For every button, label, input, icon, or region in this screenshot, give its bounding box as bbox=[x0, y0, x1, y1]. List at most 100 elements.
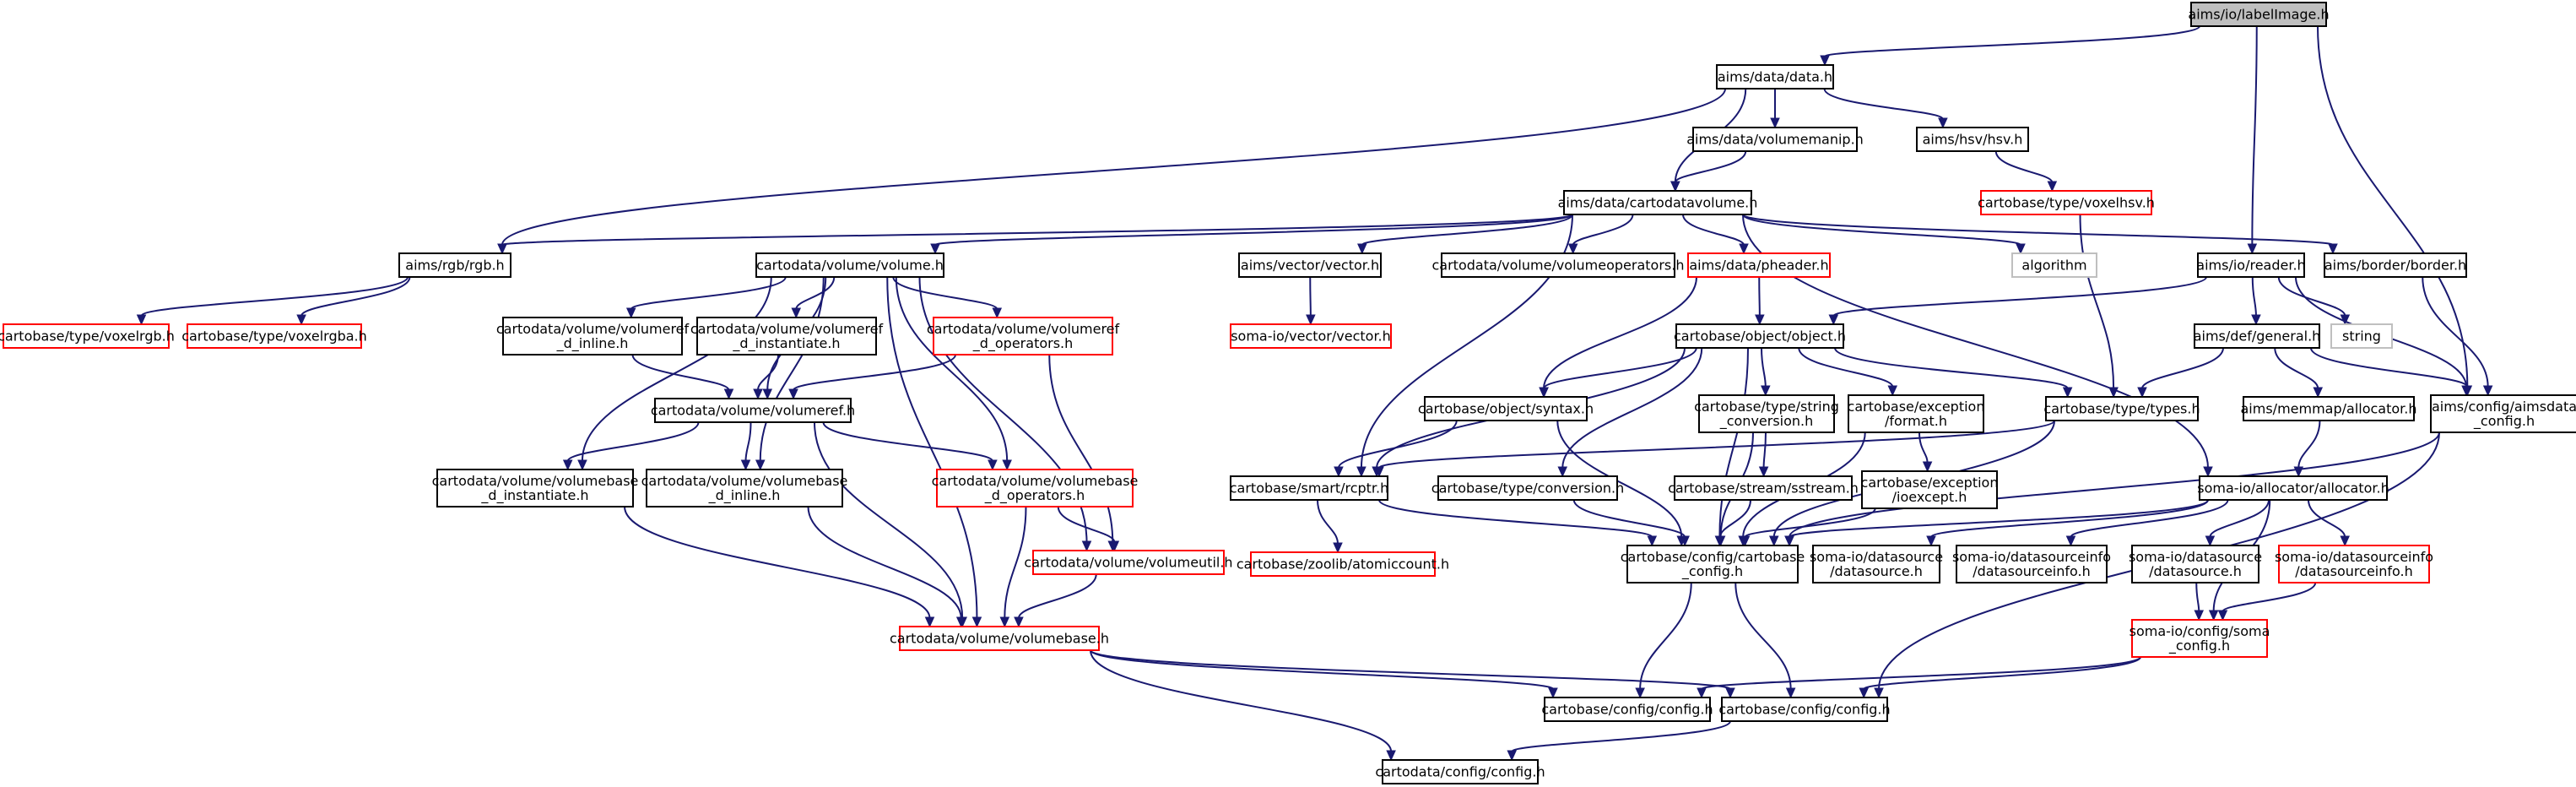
dependency-edge bbox=[2217, 582, 2317, 621]
node-cartobase-smart-rcptr[interactable]: cartobase/smart/rcptr.h bbox=[1230, 475, 1389, 501]
node-cartodata-volumeoperators[interactable]: cartodata/volume/volumeoperators.h bbox=[1432, 252, 1685, 278]
node-cartobase-type-types[interactable]: cartobase/type/types.h bbox=[2043, 396, 2200, 421]
node-cartobase-config-cartobase-config[interactable]: cartobase/config/cartobase_config.h bbox=[1621, 545, 1805, 583]
node-aims-hsv-hsv[interactable]: aims/hsv/hsv.h bbox=[1916, 127, 2029, 152]
dependency-edge bbox=[1090, 649, 1558, 699]
node-cartobase-config-config-b[interactable]: cartobase/config/config.h bbox=[1718, 697, 1891, 722]
dependency-edge bbox=[2065, 499, 2229, 547]
node-cartobase-exception-ioexcept[interactable]: cartobase/exception/ioexcept.h bbox=[1861, 470, 1999, 509]
node-label: cartobase/type/types.h bbox=[2043, 401, 2200, 417]
node-aims-data-pheader[interactable]: aims/data/pheader.h bbox=[1687, 252, 1831, 278]
node-box bbox=[2190, 2, 2327, 27]
dependency-edge bbox=[1507, 720, 1731, 762]
node-label: cartobase/type/conversion.h bbox=[1431, 480, 1624, 497]
node-box bbox=[2131, 545, 2259, 583]
node-aims-vector-vector[interactable]: aims/vector/vector.h bbox=[1238, 252, 1382, 278]
node-label: aims/hsv/hsv.h bbox=[1923, 132, 2023, 148]
dependency-edge bbox=[1697, 656, 2141, 699]
dependency-edge bbox=[1539, 347, 1697, 399]
node-label: soma-io/allocator/allocator.h bbox=[2197, 480, 2389, 497]
node-aims-io-reader[interactable]: aims/io/reader.h bbox=[2196, 252, 2306, 278]
node-cartobase-zoolib-atomiccount[interactable]: cartobase/zoolib/atomiccount.h bbox=[1237, 551, 1449, 577]
dependency-edge bbox=[1057, 506, 1120, 552]
node-label: cartobase/exception bbox=[1861, 475, 1999, 491]
node-cartobase-type-voxelhsv[interactable]: cartobase/type/voxelhsv.h bbox=[1978, 190, 2155, 215]
dependency-edge bbox=[1740, 507, 1876, 547]
node-label: cartodata/volume/volumeref bbox=[496, 321, 690, 337]
node-label: _d_inline.h bbox=[708, 487, 781, 504]
node-soma-io-datasource2[interactable]: soma-io/datasource/datasource.h bbox=[2129, 545, 2262, 583]
dependency-edge bbox=[136, 276, 409, 326]
dependency-edge bbox=[1742, 214, 2026, 255]
node-soma-io-datasourceinfo[interactable]: soma-io/datasourceinfo/datasourceinfo.h bbox=[1952, 545, 2111, 583]
node-box bbox=[2278, 545, 2430, 583]
node-box bbox=[398, 252, 511, 278]
node-label: cartobase/type/string bbox=[1694, 399, 1839, 415]
node-cartodata-volumeref-d-inline[interactable]: cartodata/volume/volumeref_d_inline.h bbox=[496, 317, 690, 356]
node-box bbox=[2243, 396, 2415, 421]
node-aims-memmap-allocator[interactable]: aims/memmap/allocator.h bbox=[2241, 396, 2417, 421]
node-label: cartobase/object/object.h bbox=[1674, 328, 1846, 345]
node-cartodata-volume-volume[interactable]: cartodata/volume/volume.h bbox=[755, 252, 944, 278]
node-cartodata-volumebase-d-inline[interactable]: cartodata/volume/volumebase_d_inline.h bbox=[641, 469, 848, 507]
dependency-edge bbox=[1761, 347, 1771, 397]
node-cartodata-volumebase-d-operators[interactable]: cartodata/volume/volumebase_d_operators.… bbox=[932, 469, 1139, 507]
node-label: cartodata/volume/volume.h bbox=[756, 258, 944, 274]
node-cartodata-config-config[interactable]: cartodata/config/config.h bbox=[1375, 759, 1545, 784]
node-aims-def-general[interactable]: aims/def/general.h bbox=[2194, 323, 2321, 349]
node-soma-io-vector-vector[interactable]: soma-io/vector/vector.h bbox=[1230, 323, 1392, 349]
node-label: cartodata/volume/volumebase bbox=[932, 473, 1139, 489]
node-cartobase-exception-format[interactable]: cartobase/exception/format.h bbox=[1848, 394, 1985, 433]
node-label: aims/def/general.h bbox=[2194, 328, 2321, 345]
dependency-edge bbox=[1734, 582, 1796, 699]
node-box bbox=[1812, 545, 1940, 583]
node-soma-io-allocator[interactable]: soma-io/allocator/allocator.h bbox=[2197, 475, 2389, 501]
node-algorithm[interactable]: algorithm bbox=[2011, 252, 2097, 278]
dependency-edge bbox=[1572, 499, 1690, 547]
node-box bbox=[1956, 545, 2108, 583]
node-cartobase-type-voxelrgba[interactable]: cartobase/type/voxelrgba.h bbox=[181, 323, 367, 349]
node-cartobase-stream-sstream[interactable]: cartobase/stream/sstream.h bbox=[1668, 475, 1859, 501]
node-box bbox=[1626, 545, 1799, 583]
dependency-edge bbox=[1014, 573, 1097, 628]
node-label: aims/border/border.h bbox=[2324, 258, 2466, 274]
node-cartodata-volumeutil[interactable]: cartodata/volume/volumeutil.h bbox=[1024, 550, 1233, 575]
node-cartodata-volumebase[interactable]: cartodata/volume/volumebase.h bbox=[890, 626, 1109, 651]
dependency-edge bbox=[1820, 25, 2200, 67]
dependency-edge bbox=[2137, 347, 2224, 399]
node-aims-data-cartodatavolume[interactable]: aims/data/cartodatavolume.h bbox=[1558, 190, 1758, 215]
dependency-edge bbox=[1378, 499, 1658, 547]
node-cartobase-type-string-conversion[interactable]: cartobase/type/string_conversion.h bbox=[1694, 394, 1839, 433]
node-aims-border-border[interactable]: aims/border/border.h bbox=[2324, 252, 2467, 278]
node-aims-config-aimsdata-config[interactable]: aims/config/aimsdata_config.h bbox=[2430, 394, 2576, 433]
node-aims-data-data[interactable]: aims/data/data.h bbox=[1716, 64, 1834, 90]
node-cartodata-volumeref-d-instantiate[interactable]: cartodata/volume/volumeref_d_instantiate… bbox=[690, 317, 884, 356]
node-box bbox=[654, 398, 852, 423]
node-label: aims/io/labelImage.h bbox=[2188, 7, 2329, 23]
node-aims-data-volumemanip[interactable]: aims/data/volumemanip.h bbox=[1686, 127, 1864, 152]
dependency-edge bbox=[1859, 656, 2141, 699]
node-label: cartobase/type/voxelrgba.h bbox=[181, 328, 367, 345]
node-box bbox=[1675, 323, 1844, 349]
node-aims-rgb-rgb[interactable]: aims/rgb/rgb.h bbox=[398, 252, 511, 278]
node-soma-io-config-soma-config[interactable]: soma-io/config/soma_config.h bbox=[2130, 619, 2270, 658]
node-label: cartobase/exception bbox=[1848, 399, 1985, 415]
node-label: aims/memmap/allocator.h bbox=[2241, 401, 2417, 417]
node-soma-io-datasourceinfo2[interactable]: soma-io/datasourceinfo/datasourceinfo.h bbox=[2275, 545, 2433, 583]
node-cartobase-type-voxelrgb[interactable]: cartobase/type/voxelrgb.h bbox=[0, 323, 175, 349]
node-soma-io-datasource-datasource[interactable]: soma-io/datasource/datasource.h bbox=[1810, 545, 1943, 583]
node-cartodata-volumeref[interactable]: cartodata/volume/volumeref.h bbox=[651, 398, 855, 423]
node-cartobase-object-object[interactable]: cartobase/object/object.h bbox=[1674, 323, 1846, 349]
node-label: /datasource.h bbox=[1830, 563, 1923, 579]
node-cartobase-object-syntax[interactable]: cartobase/object/syntax.h bbox=[1418, 396, 1594, 421]
dependency-edge bbox=[2194, 582, 2205, 621]
node-cartobase-config-config-a[interactable]: cartobase/config/config.h bbox=[1541, 697, 1713, 722]
dependency-edge bbox=[1635, 582, 1692, 699]
node-cartodata-volumeref-d-operators[interactable]: cartodata/volume/volumeref_d_operators.h bbox=[927, 317, 1120, 356]
node-cartodata-volumebase-d-instantiate[interactable]: cartodata/volume/volumebase_d_instantiat… bbox=[432, 469, 639, 507]
node-cartobase-type-conversion[interactable]: cartobase/type/conversion.h bbox=[1431, 475, 1624, 501]
node-string[interactable]: string bbox=[2330, 323, 2393, 349]
node-label: _config.h bbox=[2473, 413, 2535, 430]
node-aims-io-labelImage[interactable]: aims/io/labelImage.h bbox=[2188, 2, 2330, 27]
